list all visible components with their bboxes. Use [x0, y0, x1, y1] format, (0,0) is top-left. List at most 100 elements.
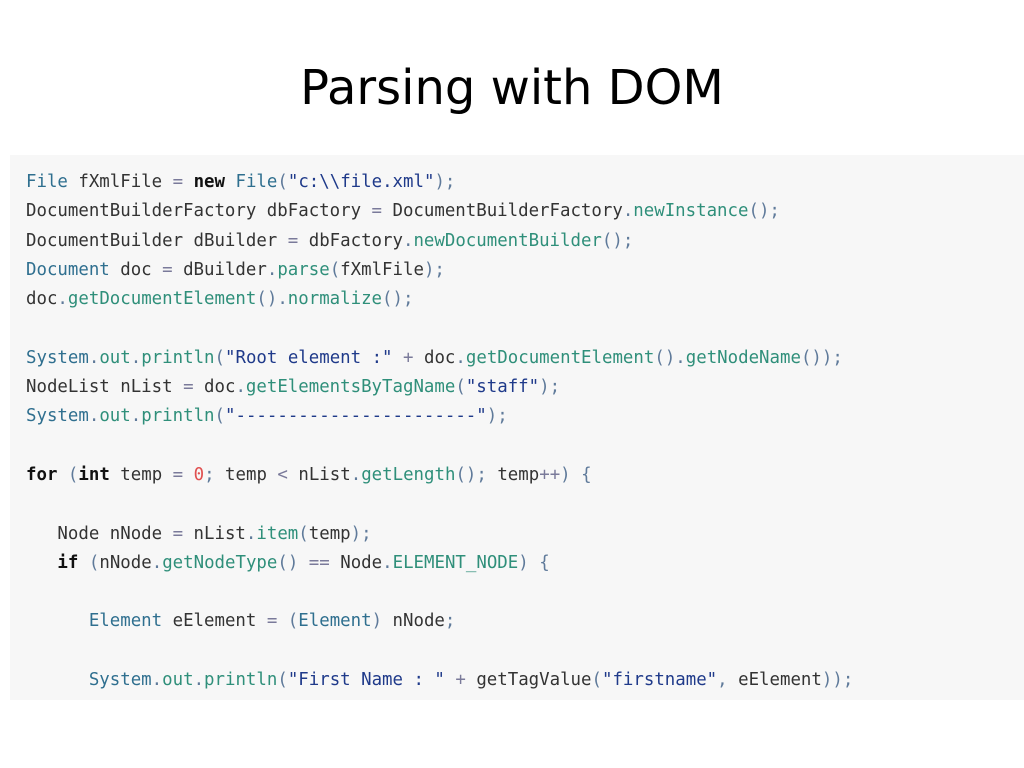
- code-token: .: [382, 552, 393, 573]
- code-token: (: [67, 464, 79, 485]
- code-token: ;: [444, 611, 456, 632]
- code-token: .: [193, 670, 205, 691]
- code-token: .: [266, 259, 278, 280]
- code-token: item: [256, 523, 299, 544]
- code-token: =: [266, 611, 278, 632]
- code-token: );: [434, 172, 456, 192]
- code-token: (: [591, 670, 602, 691]
- code-token: .: [245, 523, 257, 544]
- code-token: "Root element :": [225, 347, 393, 368]
- code-line: DocumentBuilderFactory dbFactory = Docum…: [26, 197, 853, 226]
- code-token: "First Name : ": [287, 670, 445, 691]
- code-token: [225, 172, 235, 192]
- code-token: {: [539, 552, 550, 573]
- code-token: nList: [287, 464, 351, 485]
- code-token: [277, 611, 287, 631]
- code-token: 0: [193, 464, 205, 485]
- code-line: [26, 637, 853, 666]
- code-line: if (nNode.getNodeType() == Node.ELEMENT_…: [26, 549, 853, 578]
- code-token: [57, 465, 67, 485]
- code-token: "staff": [465, 377, 540, 398]
- code-token: (: [455, 377, 466, 398]
- code-line: [26, 490, 853, 519]
- code-block: File fXmlFile = new File("c:\\file.xml")…: [10, 155, 1024, 700]
- code-token: +: [455, 670, 466, 691]
- code-token: (): [277, 552, 299, 573]
- code-token: ();: [748, 201, 780, 222]
- code-line: System.out.println("--------------------…: [26, 402, 853, 431]
- code-token: );: [350, 523, 372, 544]
- slide-title: Parsing with DOM: [300, 60, 724, 116]
- code-line: [26, 432, 853, 461]
- code-line: NodeList nList = doc.getElementsByTagNam…: [26, 373, 853, 402]
- code-token: ,: [717, 670, 728, 691]
- code-token: println: [141, 347, 215, 368]
- code-token: temp: [308, 523, 351, 544]
- code-token: Node nNode: [26, 523, 173, 544]
- code-token: getElementsByTagName: [245, 377, 456, 398]
- code-line: DocumentBuilder dBuilder = dbFactory.new…: [26, 227, 853, 256]
- code-token: newDocumentBuilder: [413, 230, 602, 251]
- code-token: (: [329, 259, 341, 280]
- code-token: ;: [204, 464, 215, 485]
- code-token: (: [287, 611, 299, 632]
- code-token: [445, 670, 455, 690]
- code-lines: File fXmlFile = new File("c:\\file.xml")…: [26, 168, 853, 695]
- code-token: ().: [654, 347, 686, 368]
- code-token: =: [162, 259, 173, 280]
- code-token: +: [403, 347, 414, 368]
- code-token: [26, 611, 89, 631]
- code-token: System: [26, 406, 89, 427]
- code-token: (: [298, 523, 309, 544]
- code-token: =: [371, 201, 382, 222]
- code-token: getLength: [361, 464, 456, 485]
- code-token: [571, 465, 581, 485]
- code-line: File fXmlFile = new File("c:\\file.xml")…: [26, 168, 853, 197]
- code-token: (: [214, 347, 225, 368]
- code-token: ): [518, 552, 529, 573]
- code-token: (: [277, 670, 288, 691]
- code-token: [78, 553, 88, 573]
- code-token: [26, 670, 89, 690]
- code-token: =: [172, 464, 184, 485]
- code-token: fXmlFile: [67, 172, 173, 192]
- code-token: println: [204, 670, 278, 691]
- code-token: nNode: [382, 611, 445, 632]
- code-token: if: [57, 552, 79, 573]
- code-token: ==: [308, 552, 330, 573]
- code-token: println: [141, 406, 215, 427]
- code-token: fXmlFile: [340, 259, 424, 280]
- code-token: out: [162, 670, 194, 691]
- code-token: File: [235, 172, 278, 192]
- code-token: eElement: [727, 670, 822, 691]
- code-token: );: [486, 406, 508, 427]
- code-token: .: [130, 406, 142, 427]
- code-line: doc.getDocumentElement().normalize();: [26, 285, 853, 314]
- code-token: .: [88, 406, 100, 427]
- code-token: [26, 553, 57, 573]
- code-token: out: [99, 347, 131, 368]
- code-token: (: [88, 552, 100, 573]
- code-line: System.out.println("Root element :" + do…: [26, 344, 853, 373]
- code-token: DocumentBuilder dBuilder: [26, 230, 288, 251]
- code-token: nNode: [99, 552, 152, 573]
- code-token: .: [622, 201, 634, 222]
- code-token: "c:\\file.xml": [287, 172, 435, 192]
- code-token: int: [78, 464, 110, 485]
- code-token: for: [26, 464, 58, 485]
- code-token: File: [26, 172, 68, 192]
- code-token: dbFactory: [298, 230, 403, 251]
- code-token: =: [172, 172, 184, 192]
- code-token: normalize: [287, 289, 383, 310]
- code-token: );: [423, 259, 445, 280]
- code-token: [183, 465, 193, 485]
- code-token: .: [88, 347, 100, 368]
- code-token: newInstance: [633, 201, 749, 222]
- code-token: .: [57, 289, 68, 310]
- code-line: Element eElement = (Element) nNode;: [26, 607, 853, 636]
- code-token: (: [214, 406, 225, 427]
- code-token: .: [151, 670, 163, 691]
- code-token: temp: [486, 464, 540, 485]
- code-line: for (int temp = 0; temp < nList.getLengt…: [26, 461, 853, 490]
- code-token: [529, 553, 539, 573]
